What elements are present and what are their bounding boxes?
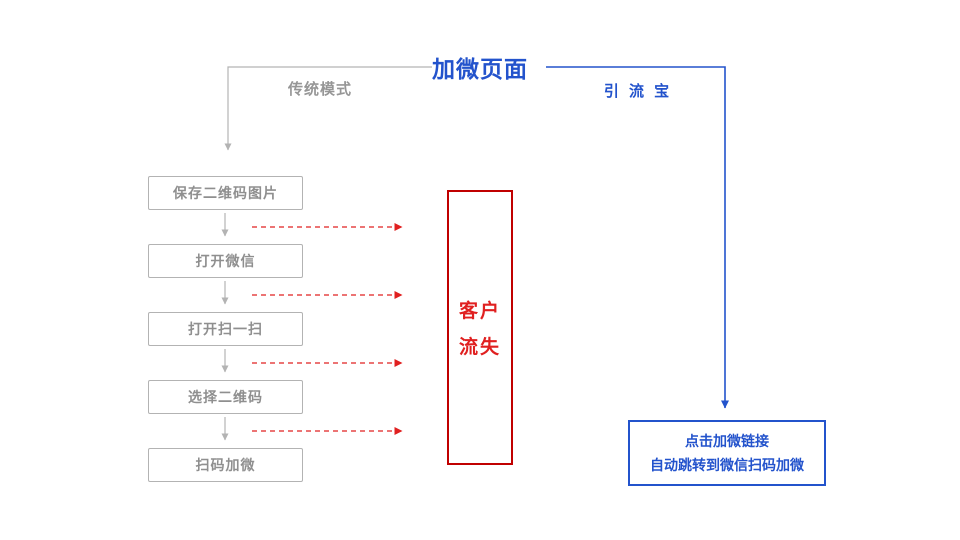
step-box-scan-add: 扫码加微 [148,448,303,482]
yinliubao-branch-line [546,66,729,409]
step-box-open-wechat: 打开微信 [148,244,303,278]
traditional-mode-label: 传统模式 [287,81,352,98]
step-box-save-qrcode: 保存二维码图片 [148,176,303,210]
step-box-select-qrcode: 选择二维码 [148,380,303,414]
result-line2: 自动跳转到微信扫码加微 [650,457,804,474]
result-line1: 点击加微链接 [685,432,769,449]
page-title: 加微页面 [432,56,528,82]
yinliubao-label: 引 流 宝 [603,83,673,100]
yinliubao-result-box: 点击加微链接 自动跳转到微信扫码加微 [628,420,826,486]
customer-loss-line2: 流失 [458,337,501,358]
customer-loss-line1: 客户 [458,301,501,322]
customer-loss-box: 客户 流失 [447,190,513,465]
step-box-open-scan: 打开扫一扫 [148,312,303,346]
